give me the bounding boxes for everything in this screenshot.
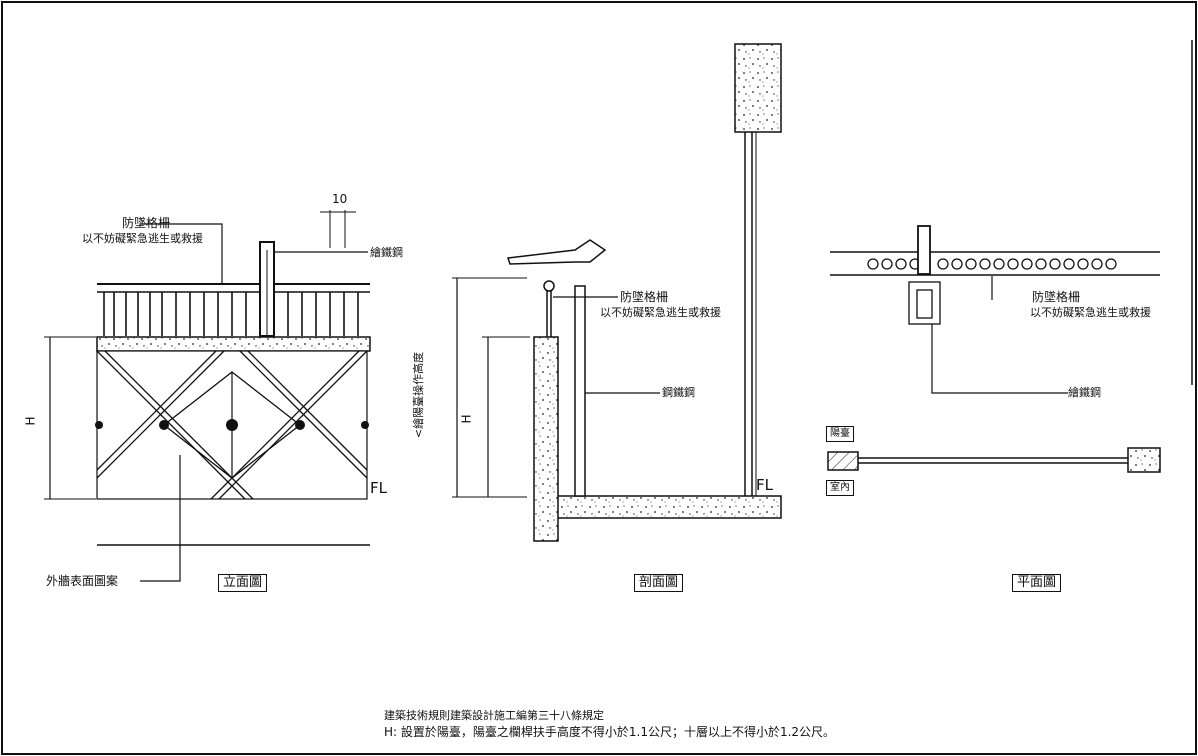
plan-rail-label: 繪鐵鋼 xyxy=(1068,386,1101,399)
elevation-dim-10: 10 xyxy=(332,192,348,206)
plan-title: 平面圖 xyxy=(1012,574,1062,592)
elevation-bars xyxy=(103,292,359,336)
section-view xyxy=(452,43,782,542)
section-guard-label-1: 防墜格柵 xyxy=(620,290,669,304)
plan-indoor-label: 室內 xyxy=(826,480,854,496)
elevation-pattern-label: 外牆表面圖案 xyxy=(46,574,119,588)
plan-guard-label-2: 以不妨礙緊急逃生或救援 xyxy=(1030,306,1151,319)
footer-note-line2: H: 設置於陽臺，陽臺之欄桿扶手高度不得小於1.1公尺；十層以上不得小於1.2公… xyxy=(384,725,836,739)
section-rail-label: 鋼鐵鋼 xyxy=(662,386,695,399)
footer-note-line1: 建築技術規則建築設計施工編第三十八條規定 xyxy=(384,709,604,722)
section-height-note: <繪陽臺操作高度 xyxy=(412,351,426,439)
elevation-view xyxy=(44,210,371,582)
section-h-label: H xyxy=(459,414,474,424)
elevation-fl-label: FL xyxy=(370,479,387,497)
elevation-title: 立面圖 xyxy=(218,574,268,592)
plan-guard-label-1: 防墜格柵 xyxy=(1032,290,1081,304)
elevation-h-label: H xyxy=(23,416,38,426)
section-fl-label: FL xyxy=(756,476,773,494)
plan-view xyxy=(827,225,1161,473)
plan-balcony-label: 陽臺 xyxy=(826,426,854,442)
section-guard-label-2: 以不妨礙緊急逃生或救援 xyxy=(600,306,721,319)
elevation-guard-label-2: 以不妨礙緊急逃生或救援 xyxy=(82,232,203,245)
section-title: 剖面圖 xyxy=(634,574,684,592)
elevation-guard-label-1: 防墜格柵 xyxy=(122,216,171,230)
elevation-rail-label: 繪鐵鋼 xyxy=(370,246,403,259)
